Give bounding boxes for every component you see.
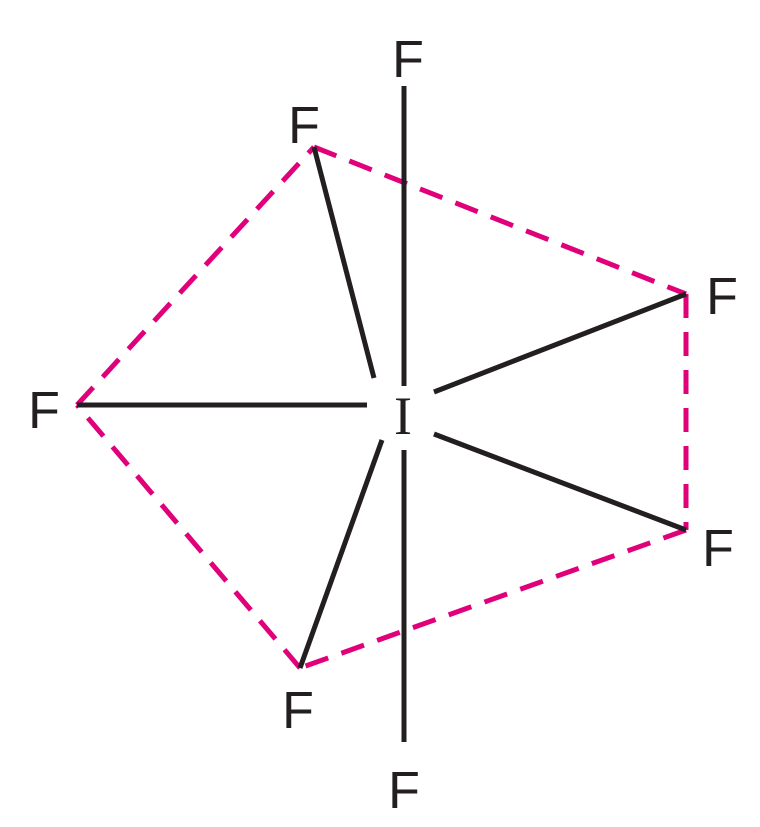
iodine-atom-label: I [394,386,412,446]
fluorine-right-lower-label: F [702,520,734,578]
bond-equatorial-lower-left [297,439,385,669]
fluorine-axial-bottom-label: F [388,762,420,820]
fluorine-left-label: F [28,382,60,440]
equatorial-pentagon [75,144,689,671]
fluorine-upper-left-label: F [288,97,320,155]
bond-equatorial-upper-left [311,146,377,379]
fluorine-right-upper-label: F [706,268,738,326]
fluorine-atoms: F F F F F F F [28,31,738,820]
pentagon-edge-lower-left [75,403,302,670]
pentagon-edge-upper [313,144,687,297]
bonds [77,86,687,742]
fluorine-axial-top-label: F [392,31,424,89]
fluorine-lower-left-label: F [282,682,314,740]
pentagon-edge-lower [299,527,687,671]
bond-equatorial-right-lower [433,431,687,533]
bond-equatorial-right-upper [433,291,687,395]
pentagon-edge-upper-left [75,145,316,407]
